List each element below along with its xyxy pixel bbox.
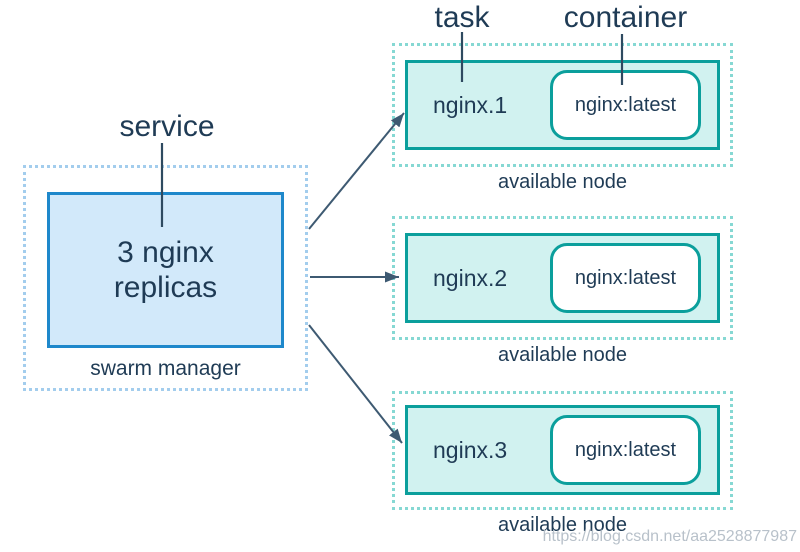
service-box: 3 nginx replicas <box>47 192 284 348</box>
service-label: service <box>119 110 215 143</box>
node-2-dotted-box: nginx.2 nginx:latest <box>392 216 733 340</box>
container-label: container <box>563 1 688 34</box>
node-1-task-name: nginx.1 <box>433 91 508 118</box>
node-1-container-pill: nginx:latest <box>550 70 701 140</box>
service-box-text: 3 nginx replicas <box>113 235 218 304</box>
node-1-dotted-box: nginx.1 nginx:latest <box>392 43 733 167</box>
node-3-task-name: nginx.3 <box>433 436 508 463</box>
node-2-container-pill: nginx:latest <box>550 243 701 313</box>
available-node-1: nginx.1 nginx:latest available node <box>392 43 733 194</box>
task-label: task <box>434 1 490 34</box>
arrow-to-node-3 <box>308 324 403 444</box>
node-2-task-box: nginx.2 nginx:latest <box>405 233 720 323</box>
node-2-task-name: nginx.2 <box>433 264 508 291</box>
node-1-task-box: nginx.1 nginx:latest <box>405 60 720 150</box>
node-3-caption: available node <box>498 514 627 536</box>
node-3-dotted-box: nginx.3 nginx:latest <box>392 391 733 510</box>
node-3-container-image: nginx:latest <box>574 438 677 461</box>
arrow-to-node-1 <box>308 112 405 230</box>
swarm-manager-node-box: 3 nginx replicas swarm manager <box>23 165 308 391</box>
swarm-manager-caption: swarm manager <box>90 357 241 380</box>
node-2-caption: available node <box>498 344 627 366</box>
available-node-2: nginx.2 nginx:latest available node <box>392 216 733 367</box>
node-3-container-pill: nginx:latest <box>550 415 701 485</box>
node-1-container-image: nginx:latest <box>574 93 677 116</box>
node-2-container-image: nginx:latest <box>574 266 677 289</box>
available-node-3: nginx.3 nginx:latest available node <box>392 391 733 537</box>
node-1-caption: available node <box>498 171 627 193</box>
watermark-text: https://blog.csdn.net/aa2528877987 <box>542 528 797 545</box>
node-3-task-box: nginx.3 nginx:latest <box>405 405 720 495</box>
